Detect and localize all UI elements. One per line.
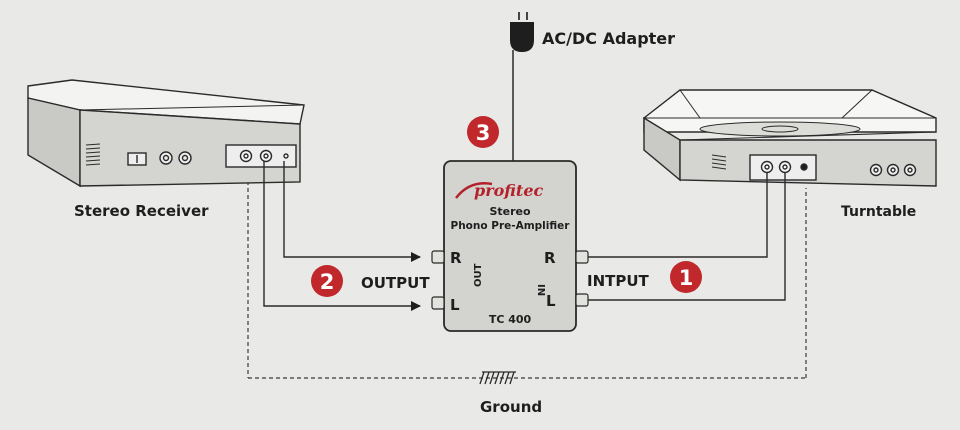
ground-wire — [247, 167, 807, 379]
amp-out-label: OUT — [473, 263, 484, 287]
turntable-label: Turntable — [841, 204, 916, 220]
amp-in-l: L — [546, 292, 556, 310]
step-number-1: 1 — [679, 266, 694, 290]
output-cables — [263, 161, 421, 311]
step-badge-2: 2 — [311, 265, 343, 297]
step-badge-3: 3 — [467, 116, 499, 148]
amp-in-r: R — [544, 249, 556, 267]
amp-line-stereo: Stereo — [489, 205, 531, 218]
receiver-icon — [27, 79, 305, 188]
pre-amplifier-icon — [431, 160, 589, 332]
ground-icon — [479, 371, 516, 385]
brand-logo: profitec — [474, 181, 543, 200]
amp-out-l: L — [450, 296, 460, 314]
ground-label: Ground — [480, 398, 542, 416]
output-label: OUTPUT — [361, 274, 430, 292]
input-cables — [578, 172, 786, 305]
amp-out-r: R — [450, 249, 462, 267]
amp-line-phono: Phono Pre-Amplifier — [451, 220, 571, 232]
step-badge-1: 1 — [670, 261, 702, 293]
step-number-3: 3 — [476, 121, 491, 145]
input-label: INTPUT — [587, 272, 650, 290]
amp-model: TC 400 — [489, 313, 532, 326]
plug-icon — [510, 12, 534, 52]
step-number-2: 2 — [320, 270, 335, 294]
receiver-label: Stereo Receiver — [74, 202, 209, 220]
adapter-label: AC/DC Adapter — [542, 29, 675, 48]
turntable-icon — [643, 89, 937, 187]
amp-in-label: IN — [535, 284, 546, 296]
